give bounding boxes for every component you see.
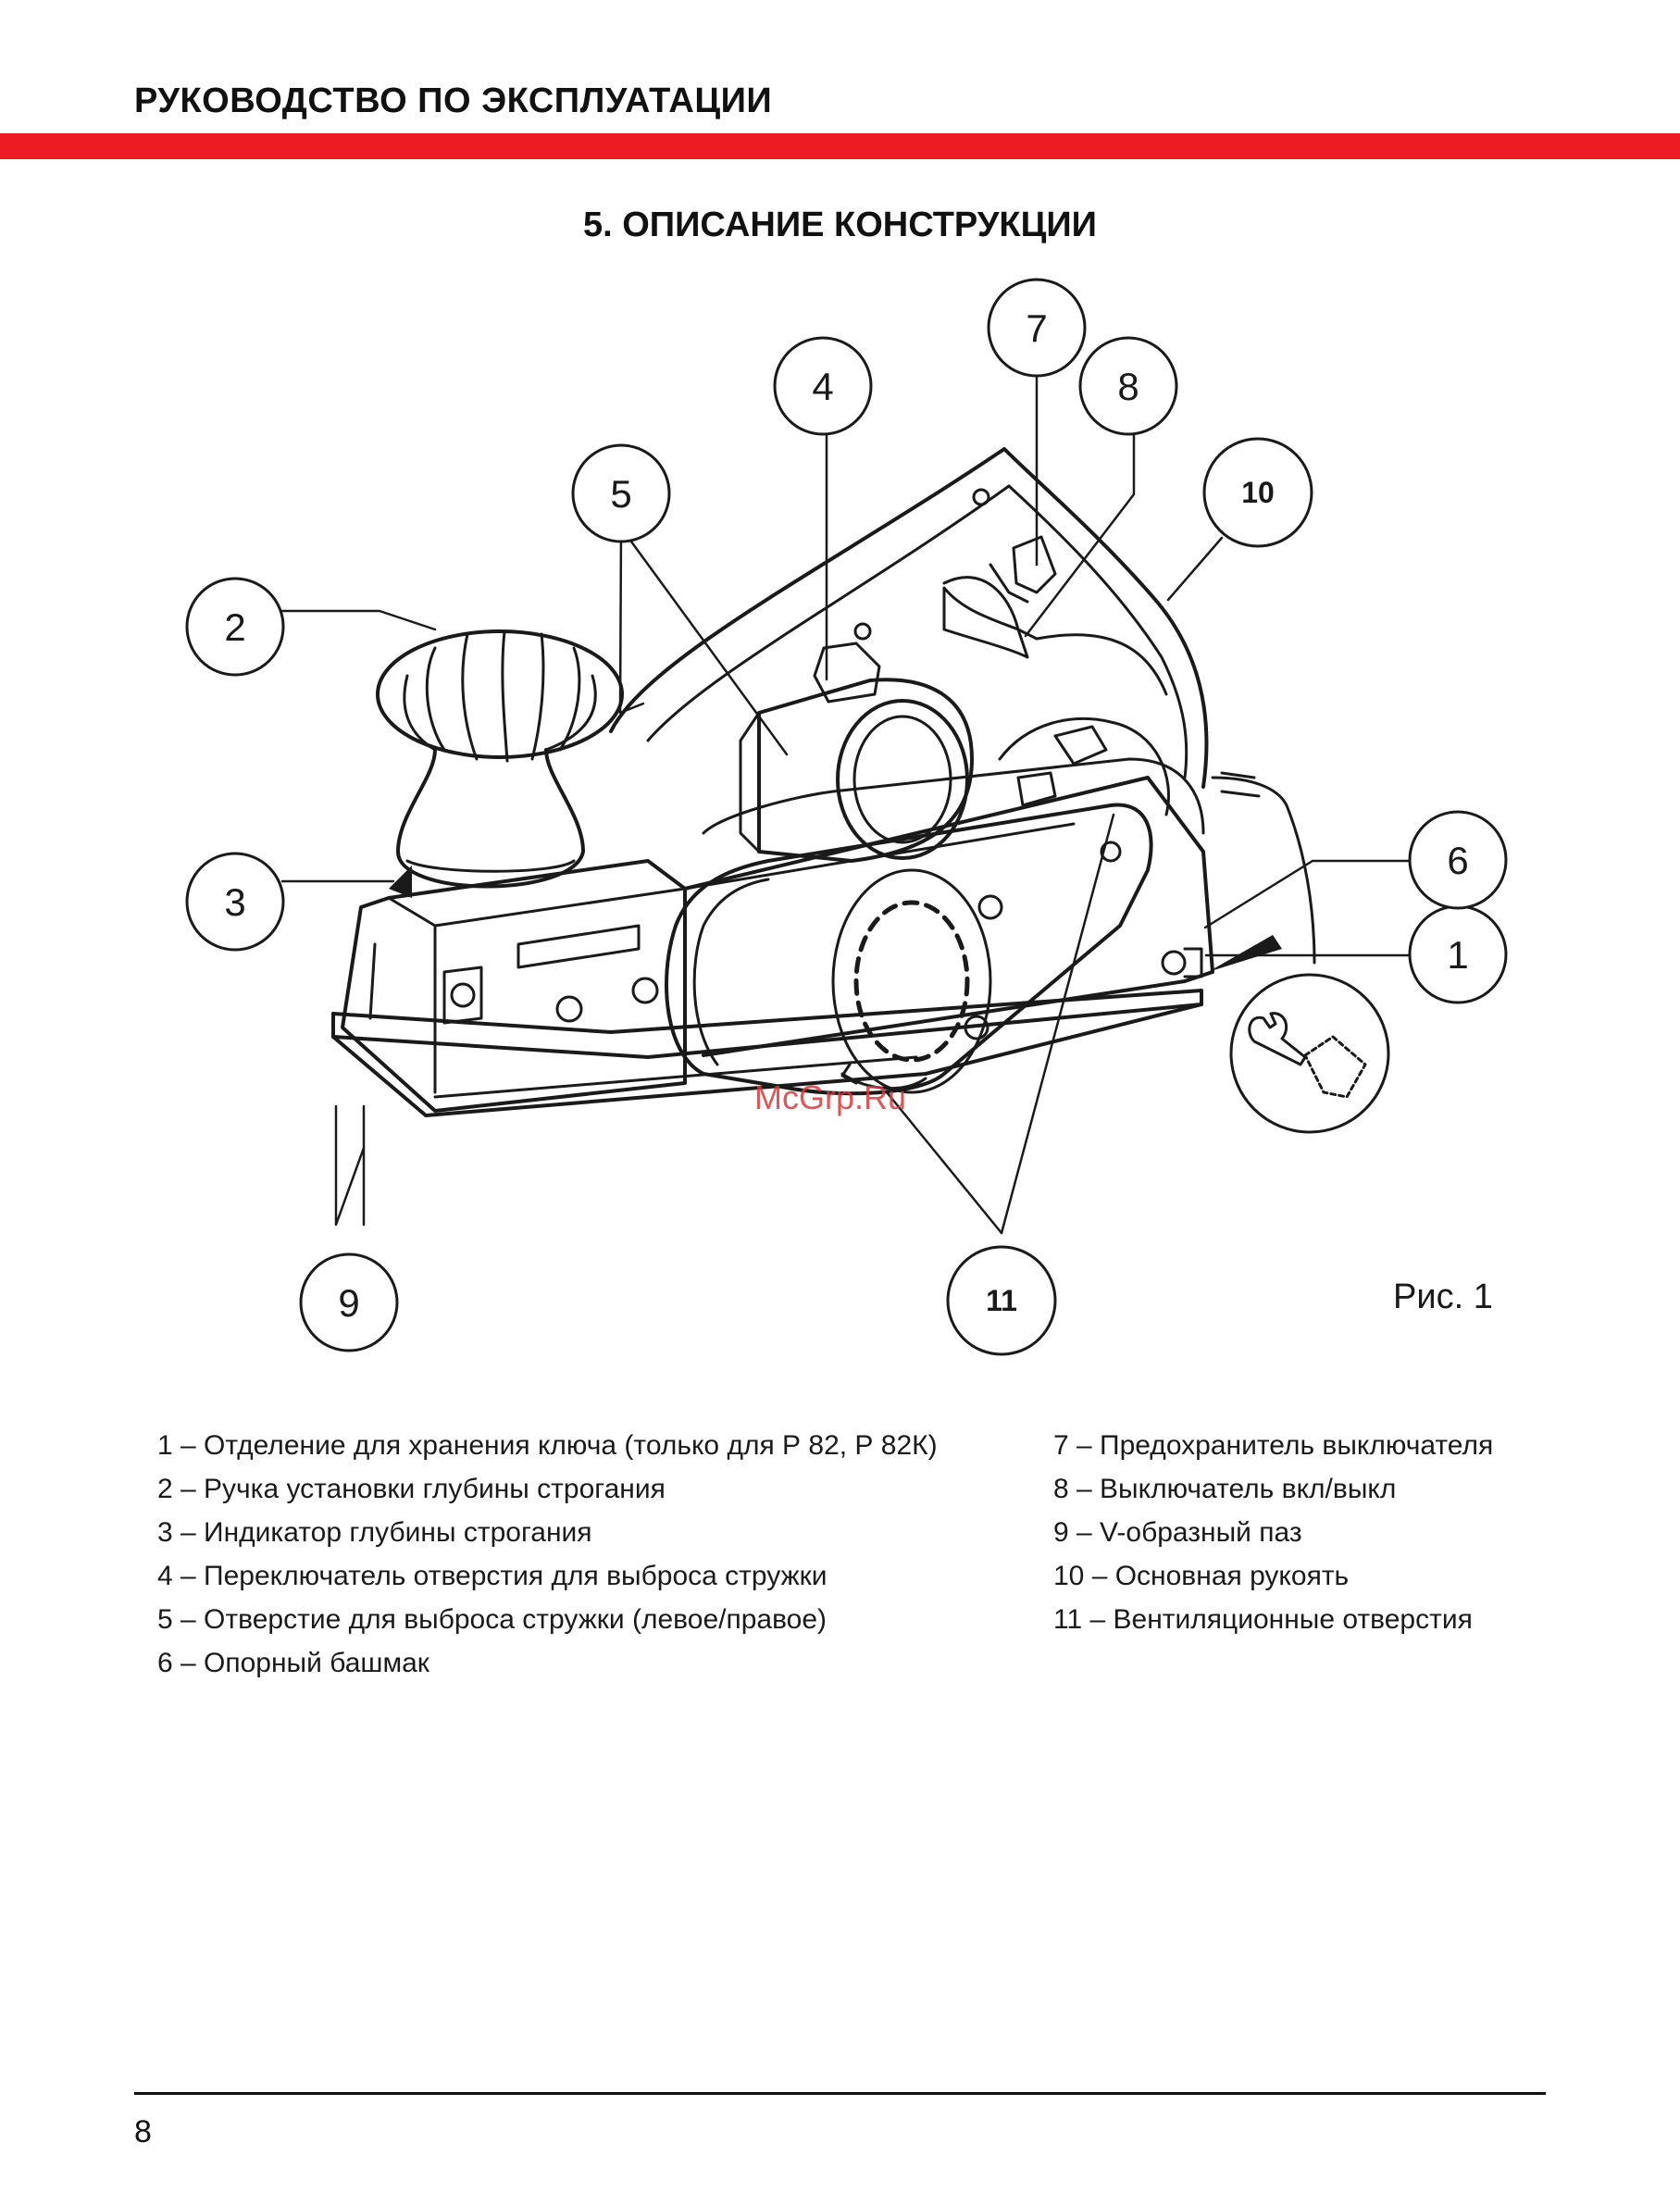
callout-2-circle [185,577,285,677]
legend-item-5: 5 – Отверстие для выброса стружки (левое… [157,1604,828,1635]
key-storage-inset [1208,935,1390,1134]
header-title: РУКОВОДСТВО ПО ЭКСПЛУАТАЦИИ [134,81,773,120]
legend-left: 1 – Отделение для хранения ключа (только… [157,1424,938,1685]
callout-4-label: 4 [812,365,833,408]
legend-item-2: 2 – Ручка установки глубины строгания [157,1474,666,1504]
callout-3-circle [185,852,285,952]
callout-11-circle [946,1245,1057,1356]
section-title: 5. ОПИСАНИЕ КОНСТРУКЦИИ [583,206,1097,244]
callout-7-circle [987,278,1087,378]
callout-11-label: 11 [986,1284,1017,1317]
legend-item-1: 1 – Отделение для хранения ключа (только… [157,1430,938,1461]
callout-5-circle [571,443,671,543]
legend-item-7: 7 – Предохранитель выключателя [1053,1430,1494,1461]
watermark: McGrp.Ru [754,1078,906,1116]
callout-2-label: 2 [224,605,245,649]
legend-item-3: 3 – Индикатор глубины строгания [157,1517,592,1548]
callout-6-label: 6 [1447,839,1468,882]
callout-10-circle [1202,437,1313,548]
callout-5-label: 5 [610,472,631,516]
planer-drawing [331,447,1316,1117]
callout-7-label: 7 [1026,306,1047,350]
screw-icon [1303,1035,1367,1099]
leader-lines [280,364,1413,1235]
callout-3-label: 3 [224,880,245,924]
callout-4-circle [773,336,873,436]
legend-item-10: 10 – Основная рукоять [1053,1561,1350,1591]
legend-item-8: 8 – Выключатель вкл/выкл [1053,1474,1397,1504]
callout-8-label: 8 [1117,365,1139,408]
planer-figure: 1 2 3 4 5 6 7 8 9 10 11 McGrp.Ru Рис. 1 [0,259,1680,1370]
legend-item-4: 4 – Переключатель отверстия для выброса … [157,1561,828,1591]
footer-divider [134,2092,1546,2095]
callout-8-circle [1078,336,1178,436]
callout-9-circle [299,1252,399,1352]
callout-9-label: 9 [338,1281,359,1325]
legend-item-11: 11 – Вентиляционные отверстия [1053,1604,1473,1635]
legend-right: 7 – Предохранитель выключателя 8 – Выклю… [1053,1424,1493,1641]
callout-10-label: 10 [1241,476,1275,509]
page-number: 8 [134,2114,152,2149]
legend-item-9: 9 – V-образный паз [1053,1517,1302,1548]
callout-6-circle [1408,810,1508,910]
wrench-icon [1248,1012,1307,1066]
figure-caption: Рис. 1 [1393,1277,1493,1316]
header-red-bar [0,133,1680,159]
legend-item-6: 6 – Опорный башмак [157,1648,429,1678]
callouts [185,278,1508,1356]
callout-1-label: 1 [1447,933,1468,977]
